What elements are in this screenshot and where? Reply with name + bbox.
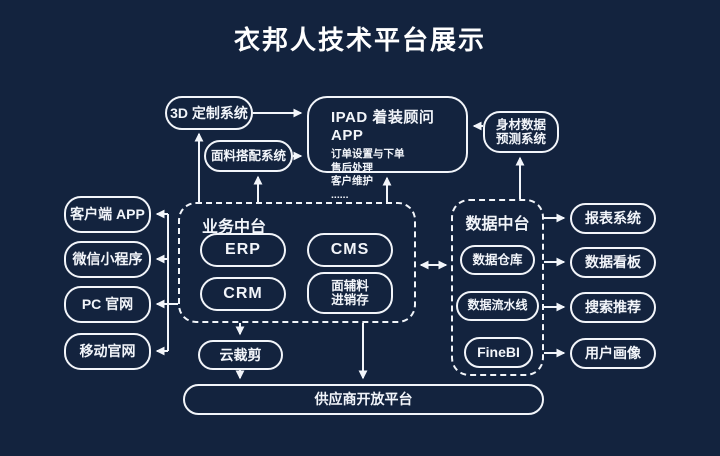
- node-report-system: 报表系统: [570, 203, 656, 234]
- ipad-app-title: IPAD 着装顾问 APP: [331, 109, 435, 144]
- ipad-app-feature: 售后处理: [331, 161, 373, 174]
- ipad-app-feature: 订单设置与下单: [331, 148, 405, 160]
- business-hub: 业务中台: [178, 202, 416, 323]
- node-mobile-website: 移动官网: [64, 333, 151, 370]
- node-data-warehouse: 数据仓库: [460, 245, 535, 275]
- node-ipad-app: IPAD 着装顾问 APP 订单设置与下单 售后处理 客户维护 ......: [307, 96, 468, 201]
- node-3d-system: 3D 定制系统: [165, 96, 253, 130]
- node-erp: ERP: [200, 233, 286, 267]
- node-finebi: FineBI: [464, 337, 533, 368]
- node-data-pipeline: 数据流水线: [456, 291, 539, 321]
- data-hub-label: 数据中台: [465, 216, 530, 233]
- node-pc-website: PC 官网: [64, 286, 151, 323]
- node-cloud-cutting: 云裁剪: [198, 340, 283, 370]
- business-hub-label: 业务中台: [202, 219, 267, 236]
- ipad-app-feature: 客户维护: [331, 175, 373, 187]
- node-user-profile: 用户画像: [570, 338, 656, 369]
- node-supplier-platform: 供应商开放平台: [183, 384, 544, 415]
- page-title: 衣邦人技术平台展示: [233, 25, 486, 55]
- node-crm: CRM: [200, 277, 286, 311]
- node-fabric-match-system: 面料搭配系统: [204, 140, 293, 172]
- ipad-app-feature: ......: [331, 188, 349, 201]
- node-data-dashboard: 数据看板: [570, 247, 656, 278]
- node-search-recommend: 搜索推荐: [570, 292, 656, 323]
- node-wechat-miniprogram: 微信小程序: [64, 241, 151, 278]
- node-body-data-system: 身材数据 预测系统: [483, 111, 559, 153]
- data-hub: 数据中台: [451, 199, 544, 376]
- node-client-app: 客户端 APP: [64, 196, 151, 233]
- node-materials-inventory: 面辅料 进销存: [307, 272, 393, 314]
- node-cms: CMS: [307, 233, 393, 267]
